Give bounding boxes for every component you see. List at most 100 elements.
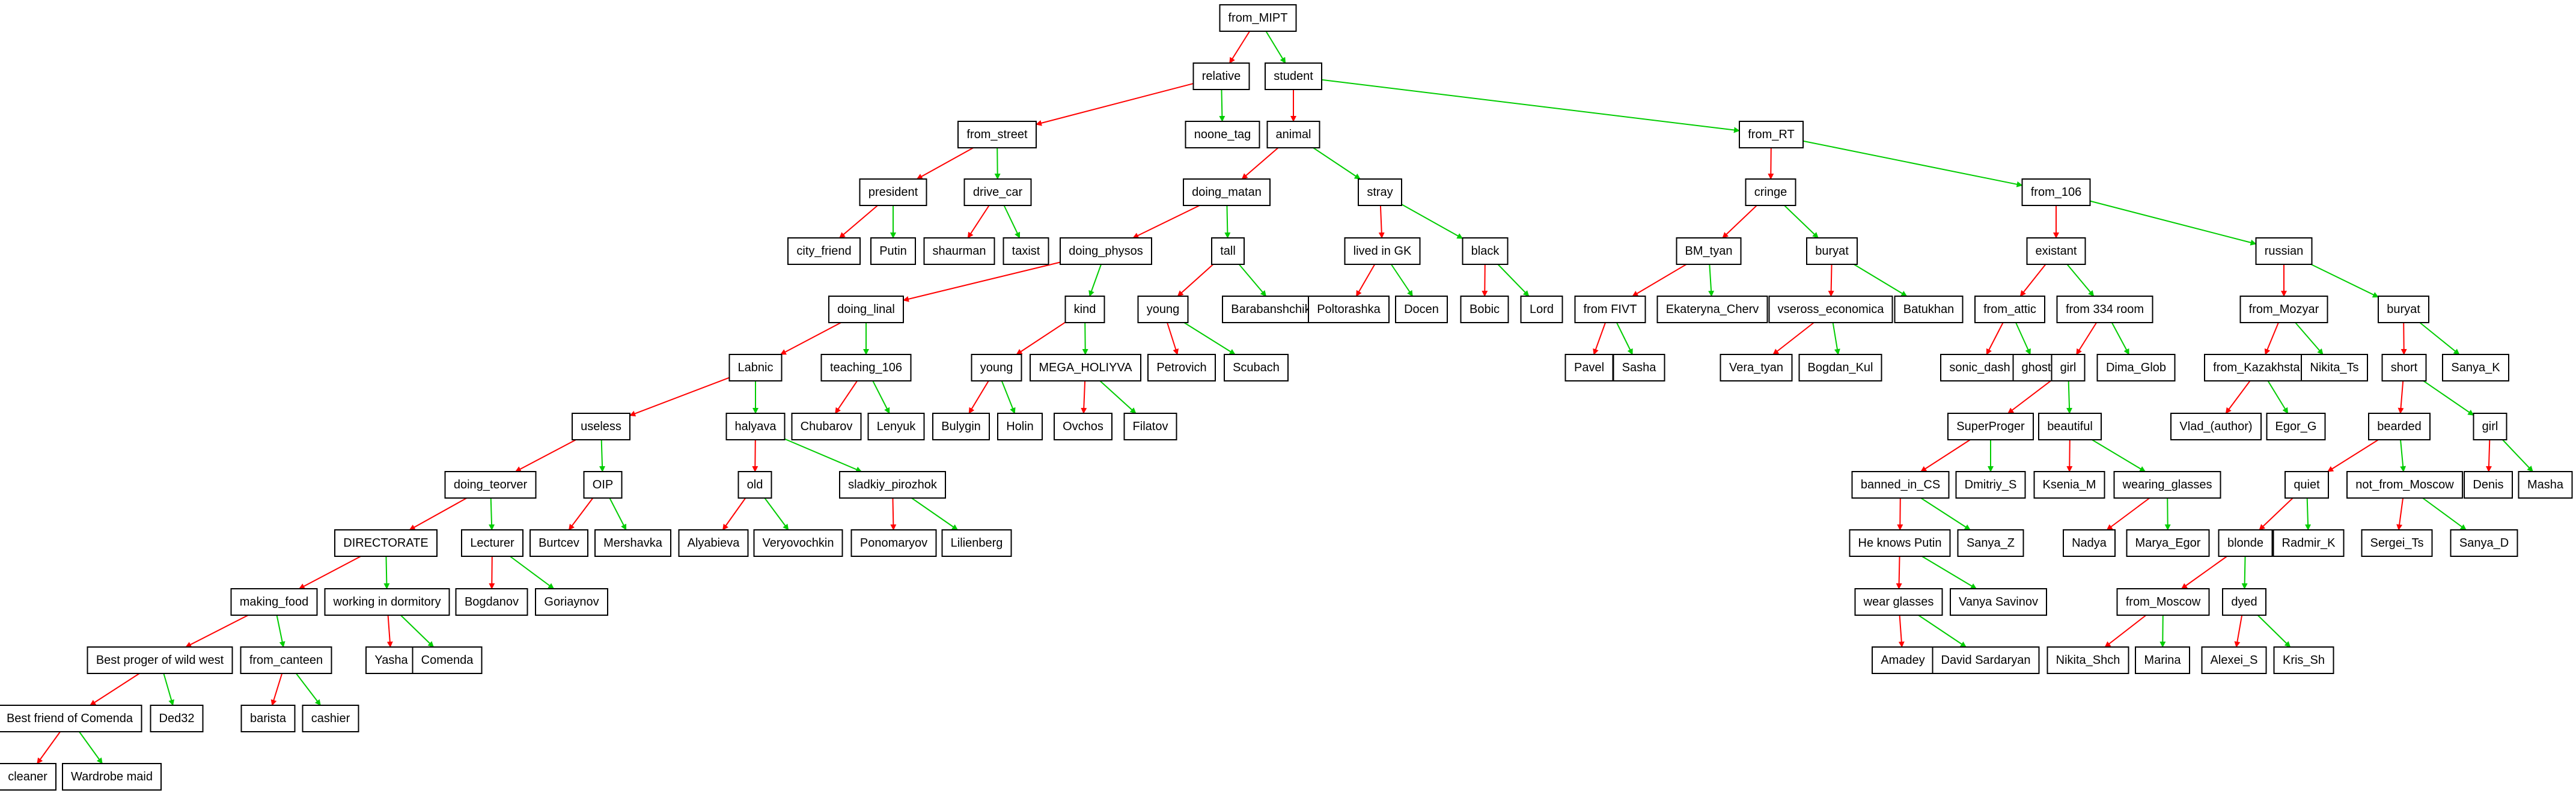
tree-node-box (2033, 471, 2105, 499)
tree-node-label: buryat (1815, 245, 1849, 258)
edge-yes (916, 147, 974, 180)
tree-node-label: Lecturer (470, 536, 514, 550)
tree-node-bearded: bearded (2368, 413, 2431, 440)
tree-node-box (1219, 4, 1297, 32)
tree-node-box (1344, 237, 1421, 265)
tree-node-animal: animal (1266, 121, 1320, 148)
edge-yes (1241, 147, 1279, 180)
edge-line (1001, 380, 1016, 414)
tree-node-label: working in dormitory (333, 595, 441, 609)
tree-node-label: from FIVT (1584, 303, 1637, 316)
tree-node-label: Wardrobe maid (71, 770, 153, 783)
tree-node-box (1460, 296, 1509, 323)
edge-no (1401, 204, 1463, 239)
edge-no (2295, 322, 2324, 355)
edge-no (510, 556, 555, 589)
tree-node-label: lived in GK (1354, 245, 1412, 258)
edge-yes (968, 380, 989, 414)
tree-node-label: dyed (2231, 595, 2257, 609)
tree-node-box (1185, 121, 1260, 148)
edge-line (1772, 322, 1814, 355)
tree-node-from-334-room: from 334 room (2056, 296, 2153, 323)
tree-node-label: Barabanshchikov (1231, 303, 1323, 316)
tree-node-label: from_MIPT (1228, 11, 1288, 25)
tree-node-kind: kind (1064, 296, 1105, 323)
tree-node-label: russian (2265, 245, 2303, 258)
tree-node-box (2218, 529, 2273, 557)
tree-node-sanya-d: Sanya_D (2450, 529, 2518, 557)
tree-node-egor-g: Egor_G (2266, 413, 2326, 440)
edge-line (2259, 497, 2294, 530)
edge-yes (1593, 322, 1607, 355)
edge-line (2111, 322, 2130, 355)
tree-node-box (2038, 413, 2102, 440)
edge-no (2502, 439, 2533, 472)
tree-node-box (1745, 178, 1796, 206)
tree-node-label: young (1147, 303, 1180, 316)
edge-no (2422, 497, 2467, 530)
tree-node-pavel: Pavel (1564, 354, 1614, 381)
edge-line (2075, 322, 2098, 355)
tree-node-box (2126, 529, 2210, 557)
edge-line (968, 380, 989, 414)
edge-yes (2327, 439, 2379, 472)
tree-node-box (2378, 296, 2429, 323)
tree-node-box (791, 413, 862, 440)
tree-node-label: Marya_Egor (2135, 536, 2201, 550)
edge-no (1003, 205, 1021, 238)
edge-line (1183, 322, 1236, 355)
tree-node-label: Sanya_Z (1967, 536, 2015, 550)
edge-no (2015, 322, 2031, 355)
tree-node-label: OIP (593, 478, 613, 491)
edge-no (2257, 615, 2291, 648)
edge-line (2164, 497, 2171, 530)
tree-node-label: SuperProger (1956, 420, 2025, 433)
tree-node-label: kind (1074, 303, 1096, 316)
edge-line (2423, 380, 2474, 416)
edge-line (1228, 31, 1251, 64)
tree-node-vlad-author: Vlad_(author) (2170, 413, 2262, 440)
edge-line (2019, 264, 2046, 297)
tree-node-label: sonic_dash (1949, 361, 2010, 374)
tree-node-label: bearded (2377, 420, 2421, 433)
tree-node-box (859, 178, 927, 206)
tree-node-box (594, 529, 671, 557)
tree-node-from-street: from_street (957, 121, 1037, 148)
tree-node-box (737, 471, 772, 499)
tree-node-label: Ded32 (159, 712, 195, 725)
tree-node-box (1676, 237, 1742, 265)
tree-node-box (839, 471, 946, 499)
tree-node-label: from 334 room (2066, 303, 2144, 316)
edge-line (1593, 322, 1607, 355)
tree-node-filatov: Filatov (1123, 413, 1177, 440)
tree-node-from-attic: from_attic (1974, 296, 2045, 323)
edge-line (2327, 439, 2379, 472)
tree-node-label: old (747, 478, 763, 491)
tree-node-yasha: Yasha (365, 646, 417, 674)
tree-node-label: useless (581, 420, 621, 433)
tree-node-label: Dmitriy_S (1965, 478, 2017, 491)
tree-node-label: Chubarov (801, 420, 853, 433)
tree-node-label: shaurman (933, 245, 986, 258)
tree-node-label: girl (2060, 361, 2077, 374)
tree-node-label: short (2391, 361, 2418, 374)
tree-node-box (1656, 296, 1768, 323)
tree-node-box (412, 646, 483, 674)
tree-node-label: Masha (2527, 478, 2564, 491)
tree-node-nikita-ts: Nikita_Ts (2301, 354, 2368, 381)
tree-node-box (1358, 178, 1402, 206)
tree-node-box (1739, 121, 1804, 148)
tree-node-label: from_Kazakhstan (2213, 361, 2307, 374)
tree-node-david-sardaryan: David Sardaryan (1932, 646, 2040, 674)
tree-node-label: relative (1202, 70, 1241, 83)
edge-line (2090, 200, 2257, 246)
tree-node-label: wear glasses (1863, 595, 1934, 609)
tree-node-label: beautiful (2047, 420, 2093, 433)
edge-yes (185, 615, 249, 648)
edge-yes (37, 731, 61, 764)
tree-node-box (1003, 237, 1049, 265)
edge-line (2234, 615, 2243, 648)
tree-node-box (455, 588, 528, 616)
tree-node-shaurman: shaurman (923, 237, 995, 265)
tree-node-vanya-savinov: Vanya Savinov (1950, 588, 2047, 616)
